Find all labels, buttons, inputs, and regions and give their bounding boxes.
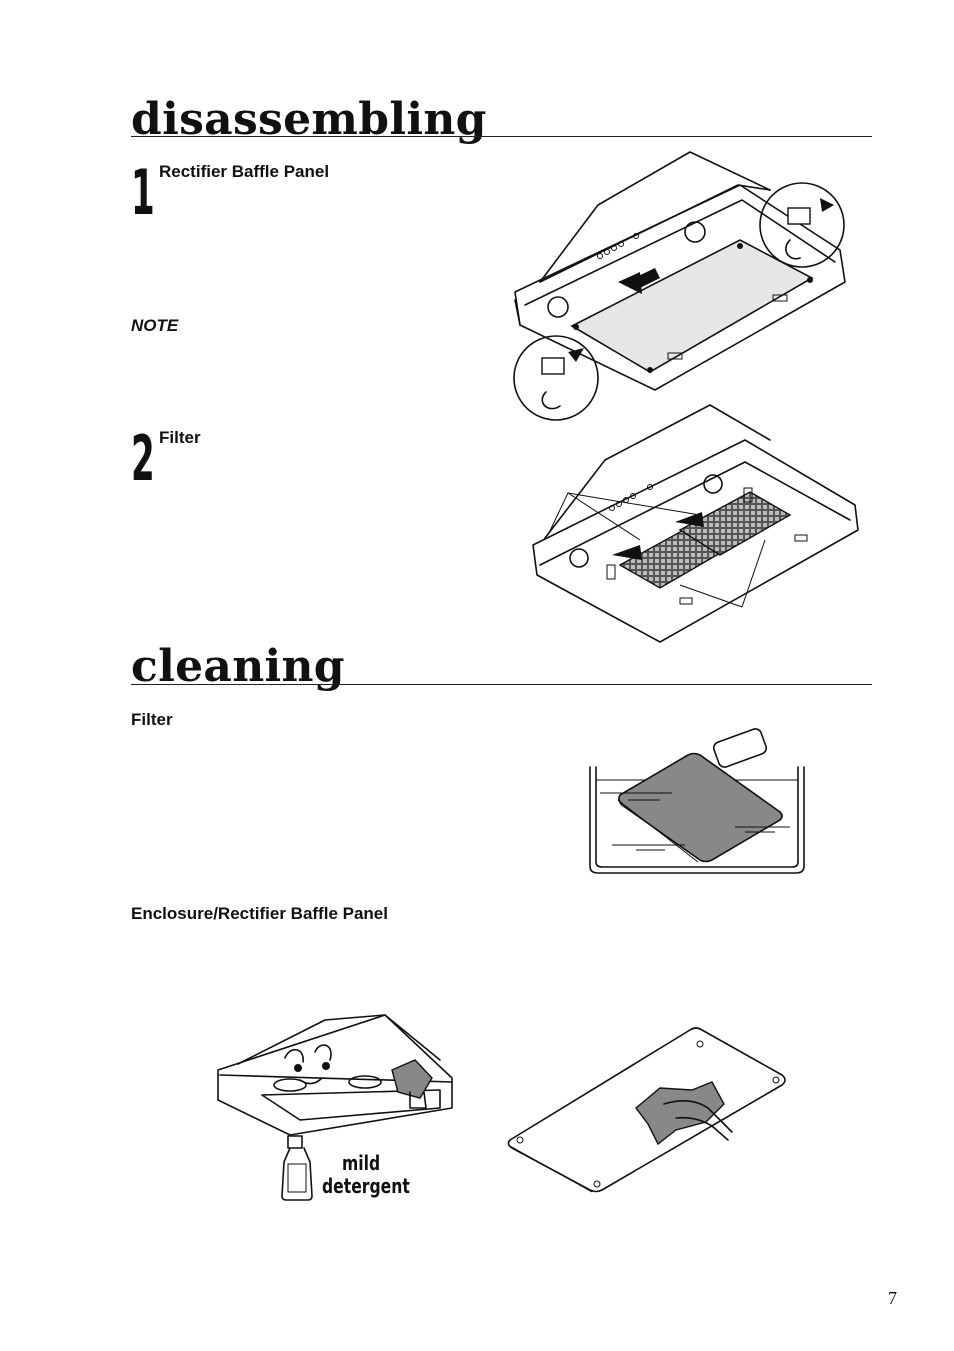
section-rule xyxy=(131,684,872,685)
enclosure-heading: Enclosure/Rectifier Baffle Panel xyxy=(131,904,388,923)
step-number: 2 xyxy=(131,422,155,495)
note-label: NOTE xyxy=(131,316,179,335)
page-number: 7 xyxy=(888,1288,897,1308)
step-heading: Rectifier Baffle Panel xyxy=(159,162,330,181)
section-title-disassembling: disassembling xyxy=(131,94,487,145)
detergent-label-line1: mild xyxy=(342,1151,381,1175)
step-heading: Filter xyxy=(159,428,201,447)
section-title-cleaning: cleaning xyxy=(131,641,345,692)
step-number: 1 xyxy=(131,156,155,229)
section-rule xyxy=(131,136,872,137)
detergent-label-line2: detergent xyxy=(322,1174,410,1198)
filter-heading: Filter xyxy=(131,710,173,729)
